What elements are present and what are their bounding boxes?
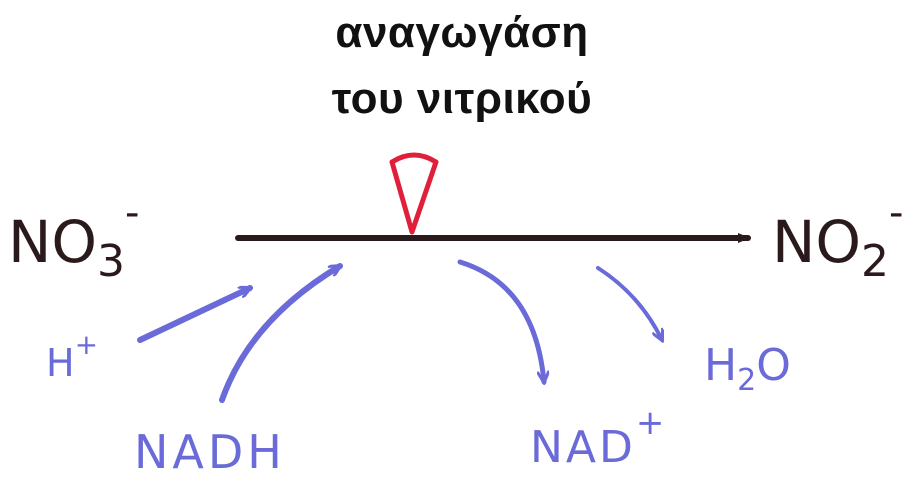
h-plus-input-arrow [137,285,250,343]
title-line-2: του νιτρικού [331,74,593,123]
nadh-label: NADH [134,425,286,479]
reactant-label: NO3- [8,190,139,287]
title-line-1: αναγωγάση [335,8,589,57]
nadh-input-arrow [219,263,340,403]
water-label: H2O [704,340,791,398]
enzyme-marker-icon [389,152,439,235]
nad-plus-label: NAD+ [530,403,667,473]
nad-output-arrow [457,259,544,382]
product-label: NO2- [772,190,903,287]
h-plus-label: H+ [46,328,98,385]
water-output-arrow [596,266,662,340]
